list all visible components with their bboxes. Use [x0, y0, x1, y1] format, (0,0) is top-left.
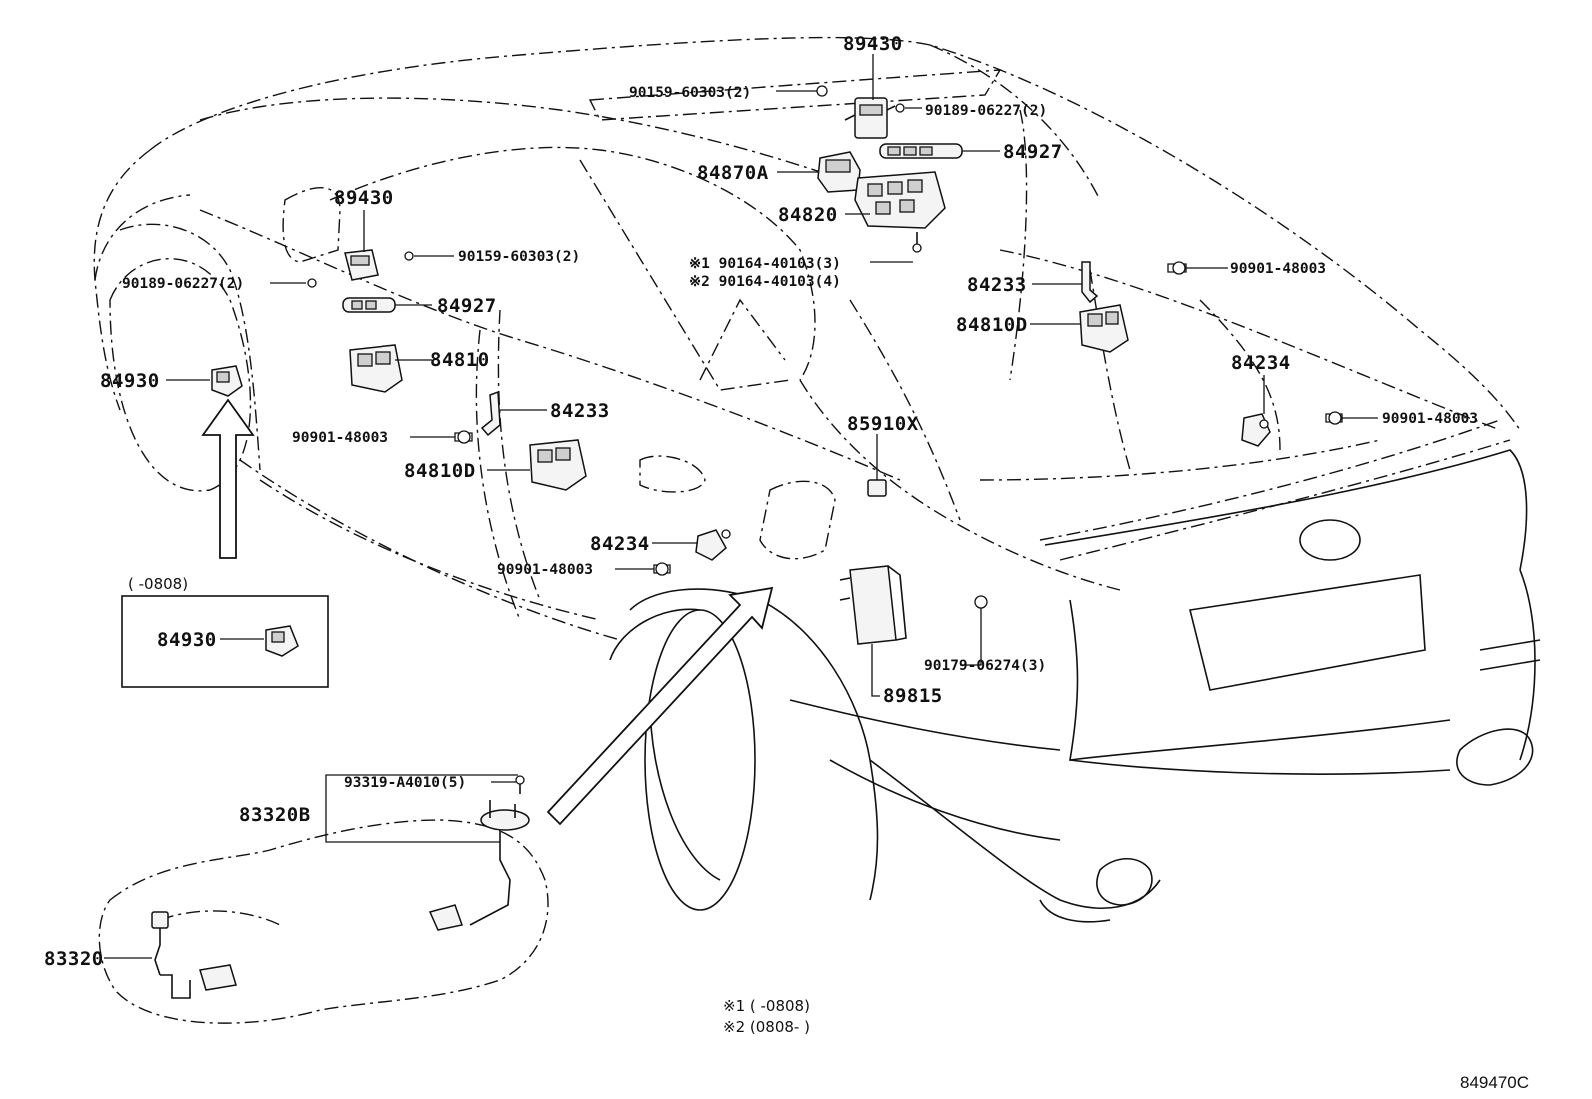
inset-period-label: ( -0808) [128, 575, 188, 593]
label-90189-left: 90189-06227(2) [122, 276, 244, 292]
part-84810D-left-icon [529, 439, 587, 491]
bolt-90901-right2-icon [1325, 411, 1343, 425]
label-90901-left: 90901-48003 [292, 430, 388, 446]
car-body-solid [609, 449, 1541, 923]
part-84870A-icon [817, 151, 861, 193]
part-84233-left-icon [480, 390, 501, 437]
label-89815: 89815 [883, 685, 943, 707]
label-84234-right: 84234 [1231, 352, 1291, 374]
label-84820: 84820 [778, 204, 838, 226]
part-84930-inset-icon [265, 625, 299, 657]
part-84927-top-icon [879, 143, 963, 159]
label-90901-right1: 90901-48003 [1230, 261, 1326, 277]
label-84930: 84930 [100, 370, 160, 392]
label-90159-top: 90159-60303(2) [629, 85, 751, 101]
label-84234-left: 84234 [590, 533, 650, 555]
bolt-90189-top-icon [895, 103, 905, 113]
part-84930-icon [211, 365, 243, 397]
part-89815-icon [839, 565, 907, 645]
part-84234-left-icon [695, 529, 731, 561]
label-84233-left: 84233 [550, 400, 610, 422]
bolt-90901-center-icon [653, 562, 671, 576]
part-89430-left-icon [344, 249, 379, 281]
part-84820-icon [854, 171, 946, 229]
part-85910X-icon [867, 479, 887, 497]
nut-90179-icon [974, 595, 988, 609]
diagonal-arrow-icon [546, 586, 774, 826]
label-83320B: 83320B [239, 804, 311, 826]
label-85910X: 85910X [847, 413, 919, 435]
label-84233-right: 84233 [967, 274, 1027, 296]
inset-box [121, 595, 329, 688]
screw-93319-icon [515, 775, 525, 794]
label-90901-right2: 90901-48003 [1382, 411, 1478, 427]
bolt-90159-top-icon [816, 85, 828, 97]
label-84927-top: 84927 [1003, 141, 1063, 163]
label-84810: 84810 [430, 349, 490, 371]
diagram-code: 849470C [1460, 1073, 1529, 1092]
part-89430-top-icon [844, 97, 896, 139]
label-89430-top: 89430 [843, 33, 903, 55]
label-90164-2: ※2 90164-40103(4) [689, 274, 841, 290]
label-84810D-right: 84810D [956, 314, 1028, 336]
part-84233-right-icon [1081, 261, 1099, 304]
footnote-1: ※1 ( -0808) [723, 997, 810, 1015]
part-84927-left-icon [342, 297, 396, 313]
label-90179: 90179-06274(3) [924, 658, 1046, 674]
fuel-tank [98, 819, 549, 1024]
label-90164-1: ※1 90164-40103(3) [689, 256, 841, 272]
label-84927-left: 84927 [437, 295, 497, 317]
bolt-90159-left-icon [404, 251, 414, 261]
label-90189-top: 90189-06227(2) [925, 103, 1047, 119]
part-84810-icon [349, 344, 403, 393]
label-93319: 93319-A4010(5) [344, 775, 466, 791]
label-90159-left: 90159-60303(2) [458, 249, 580, 265]
bolt-90901-right1-icon [1167, 261, 1187, 275]
label-84810D-left: 84810D [404, 460, 476, 482]
up-arrow-icon [201, 398, 255, 559]
car-body-outline [93, 36, 1521, 641]
screw-90164-icon [912, 232, 922, 253]
label-83320: 83320 [44, 948, 104, 970]
label-89430-left: 89430 [334, 187, 394, 209]
label-90901-center: 90901-48003 [497, 562, 593, 578]
part-84810D-right-icon [1079, 304, 1129, 353]
part-83320-icon [151, 911, 237, 999]
part-83320B-icon [428, 800, 530, 931]
inset-part-label: 84930 [157, 629, 217, 651]
bolt-90189-left-icon [307, 278, 317, 288]
part-84234-right-icon [1241, 413, 1271, 447]
leader-lines [104, 54, 1378, 959]
footnote-2: ※2 (0808- ) [723, 1018, 810, 1036]
label-84870A: 84870A [697, 162, 769, 184]
bolt-90901-left-icon [454, 430, 473, 444]
